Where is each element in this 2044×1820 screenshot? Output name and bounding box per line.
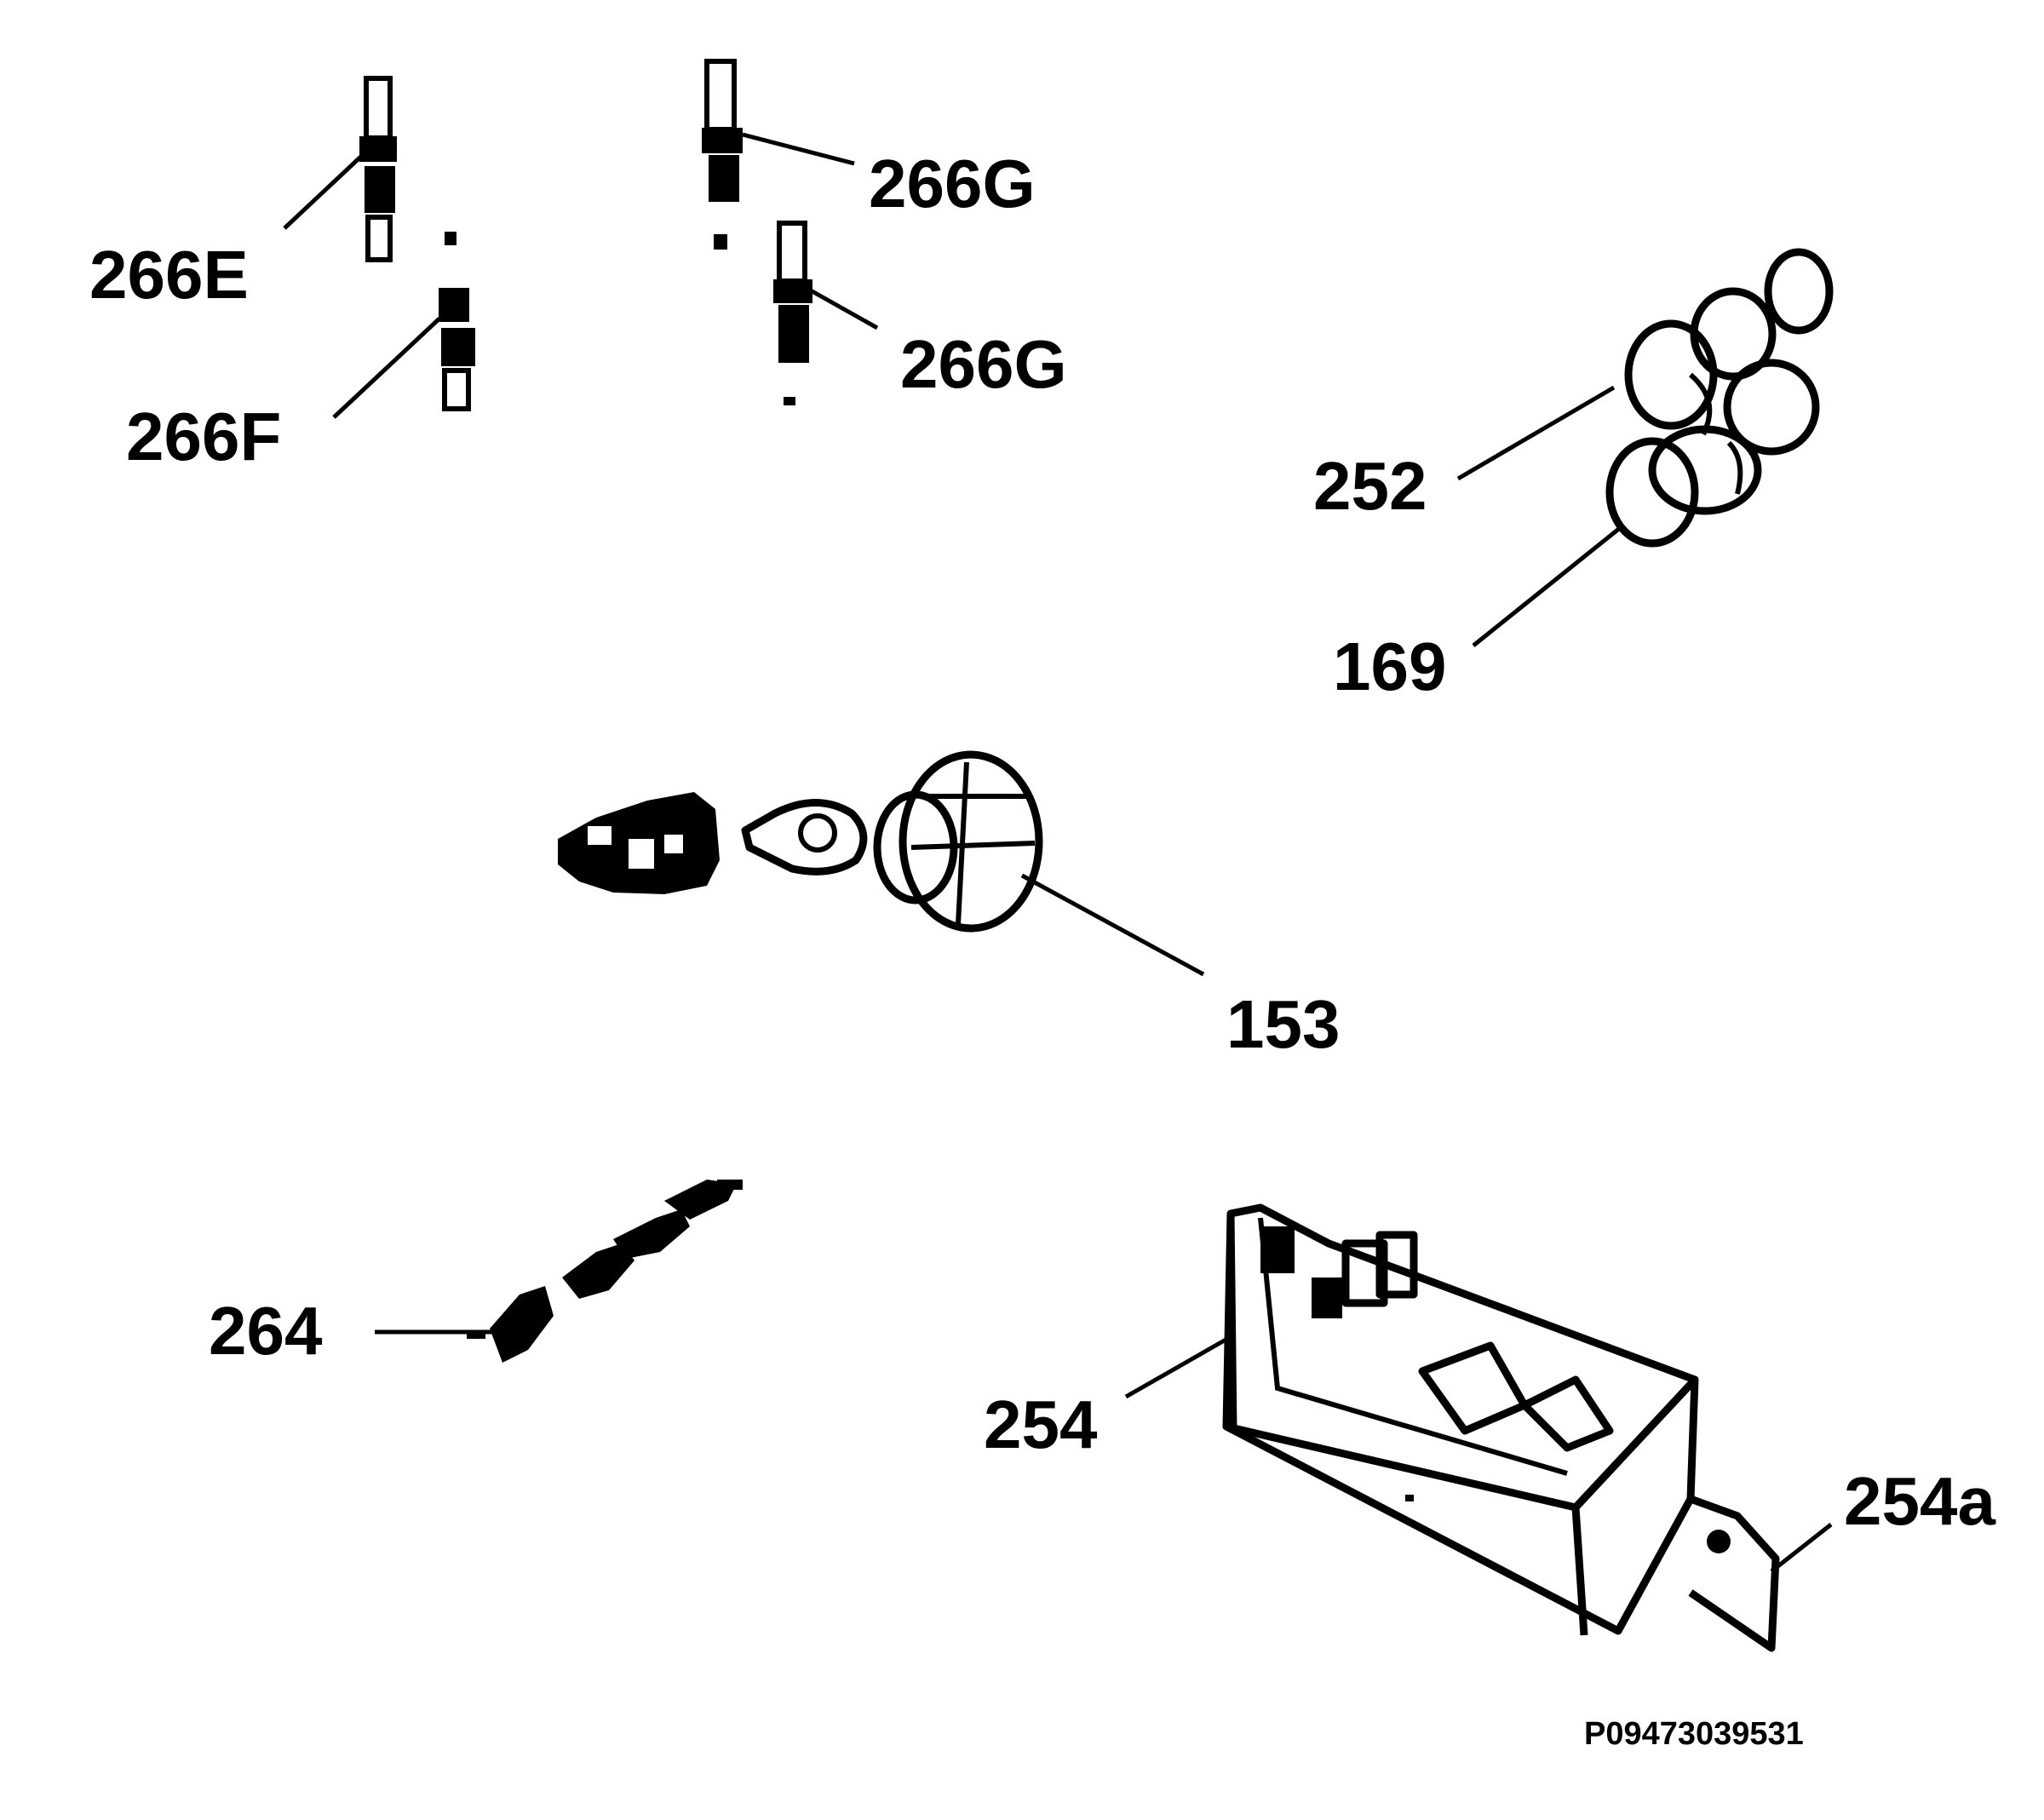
part-266E-connector (359, 76, 397, 262)
part-266G-lower-connector (773, 221, 812, 405)
leader-266G-lower (807, 287, 879, 330)
part-169-knob (1605, 437, 1699, 548)
callout-266E: 266E (89, 237, 249, 313)
part-264-terminal (467, 1180, 743, 1363)
leader-252 (1456, 385, 1616, 481)
callout-264: 264 (209, 1293, 323, 1369)
part-153-lamp-assembly (558, 750, 1043, 933)
leader-266F (332, 317, 441, 419)
callout-266G-lower: 266G (900, 326, 1067, 402)
callout-252: 252 (1313, 448, 1427, 524)
part-266F-connector (439, 232, 475, 411)
part-252-knob-cluster (1624, 248, 1834, 515)
diagram-reference-code: P09473039531 (1584, 1716, 1804, 1752)
leader-266G-upper (742, 132, 855, 166)
callout-266G-upper: 266G (869, 146, 1036, 221)
part-254-ignition-module (1222, 1203, 1780, 1652)
callout-153: 153 (1226, 986, 1340, 1062)
callout-169: 169 (1333, 629, 1446, 704)
leader-266E (283, 150, 368, 230)
callout-254: 254 (984, 1387, 1098, 1462)
leader-254a (1770, 1523, 1833, 1573)
leader-153 (1020, 873, 1205, 977)
callout-266F: 266F (126, 399, 281, 474)
leader-169 (1472, 526, 1622, 647)
part-266G-upper-connector (702, 59, 743, 250)
leader-254 (1124, 1333, 1235, 1399)
callout-254a: 254a (1844, 1463, 1995, 1539)
